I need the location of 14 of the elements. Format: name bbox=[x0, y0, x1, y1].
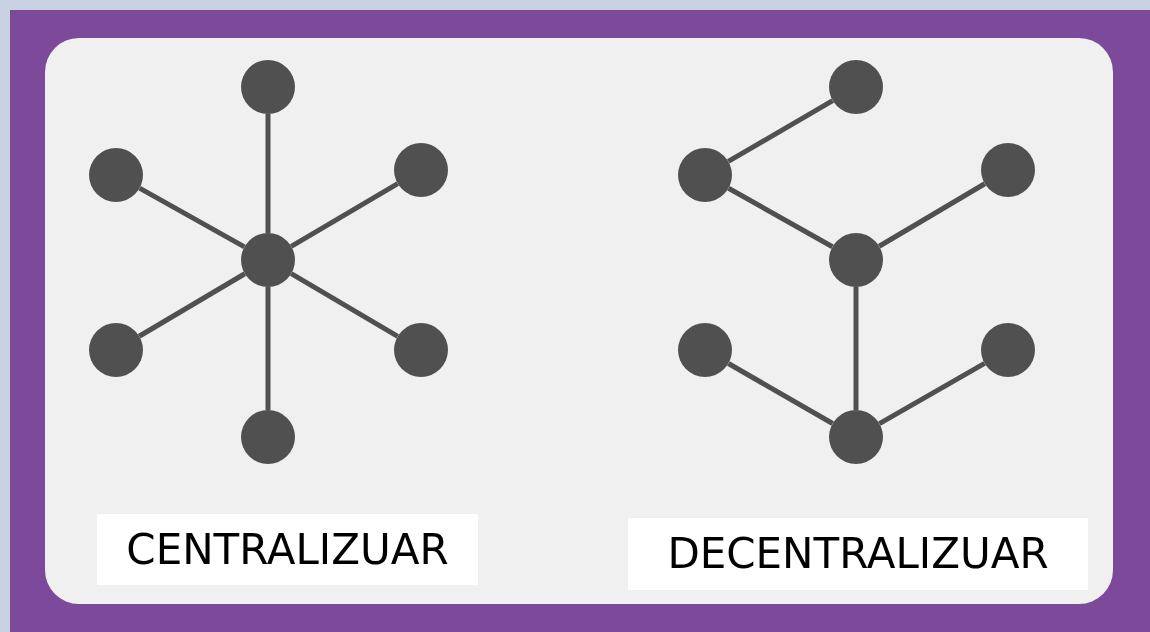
connector-line bbox=[727, 361, 834, 426]
connector-line bbox=[877, 181, 987, 249]
connector-line bbox=[265, 114, 271, 233]
connector-line bbox=[878, 361, 986, 426]
connector-line bbox=[265, 287, 271, 410]
connector-line bbox=[290, 181, 399, 249]
caption-text: CENTRALIZUAR bbox=[97, 514, 478, 585]
connector-line bbox=[727, 98, 834, 164]
connector-line bbox=[137, 271, 247, 339]
connector-line bbox=[290, 271, 399, 339]
connector-line bbox=[853, 287, 859, 410]
connector-line bbox=[727, 186, 834, 249]
connector-line bbox=[138, 186, 246, 249]
caption-text: DECENTRALIZUAR bbox=[628, 518, 1088, 590]
